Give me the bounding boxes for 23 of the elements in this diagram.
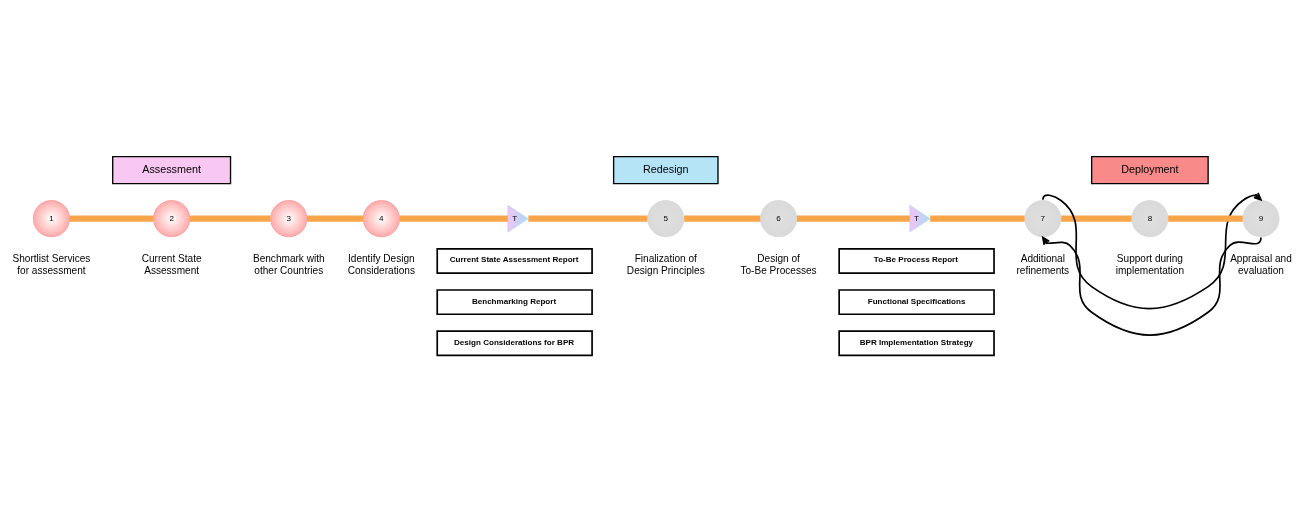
connector xyxy=(1168,215,1243,222)
node-label: Identify Design Considerations xyxy=(347,253,415,276)
node-label: Current State Assessment xyxy=(141,253,202,276)
node-label: Additional refinements xyxy=(1016,253,1070,276)
connector xyxy=(307,215,364,222)
connector xyxy=(930,215,1025,222)
node-label: Design of To-Be Processes xyxy=(740,253,817,276)
node-label: Finalization of Design Principles xyxy=(626,253,705,276)
connector xyxy=(528,215,648,222)
node-label: Appraisal and evaluation xyxy=(1230,253,1292,276)
connector xyxy=(684,215,761,222)
connector xyxy=(399,215,508,222)
arrow xyxy=(1042,236,1262,336)
connector xyxy=(1061,215,1132,222)
connector xyxy=(189,215,271,222)
node-label: Support during implementation xyxy=(1115,253,1185,276)
node-box: Redesign xyxy=(612,156,719,185)
node-label: Benchmark with other Countries xyxy=(252,253,325,276)
node-label: Shortlist Services for assessment xyxy=(12,253,91,276)
connector xyxy=(796,215,910,222)
connector xyxy=(69,215,154,222)
node-box: Deployment xyxy=(1090,156,1209,185)
node-box: Assessment xyxy=(112,156,232,185)
